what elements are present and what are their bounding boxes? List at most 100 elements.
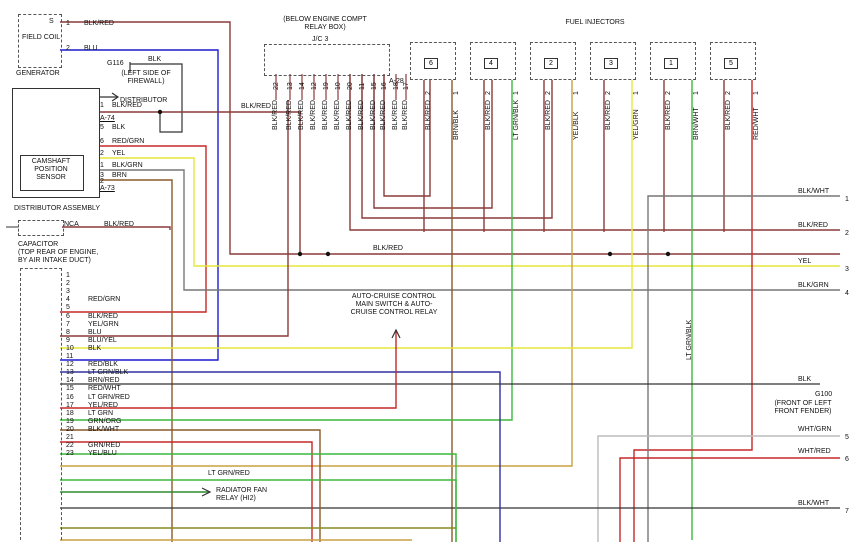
generator-label: GENERATOR xyxy=(16,70,60,77)
gen-blkred-wire xyxy=(60,21,840,255)
relay-pin-wire: BLK/RED xyxy=(322,100,329,130)
injector-pin-a: 2 xyxy=(425,91,432,95)
relay-pin-num: 11 xyxy=(359,82,366,90)
inj2-loop xyxy=(361,74,553,219)
right-wire-label: WHT/GRN xyxy=(798,426,832,433)
blkred-splice-1 xyxy=(325,251,331,257)
injector-wire-a: BLK/RED xyxy=(485,100,492,130)
distributor-label: DISTRIBUTOR xyxy=(120,97,168,104)
ecm-pin-num: 9 xyxy=(66,336,70,344)
ecm-pin-num: 8 xyxy=(66,328,70,336)
gen-wire2: BLU xyxy=(84,45,98,52)
capacitor-note: (TOP REAR OF ENGINE, BY AIR INTAKE DUCT) xyxy=(18,249,99,264)
injector-number: 2 xyxy=(544,58,558,69)
right-blkwht-1 xyxy=(647,195,840,542)
mid-blkred-label: BLK/RED xyxy=(373,245,403,252)
ecm-pin-num: 20 xyxy=(66,425,74,433)
dist-blkred-out xyxy=(98,111,301,254)
conn-a73: A-73 xyxy=(100,185,115,192)
dist-yel xyxy=(98,157,840,267)
injector-wire-b: BRN/BLK xyxy=(453,110,460,140)
blkred-row-2 xyxy=(349,74,840,231)
injector-pin-a: 2 xyxy=(605,91,612,95)
ecm14-brnred xyxy=(60,429,321,542)
ecm-pin-num: 6 xyxy=(66,312,70,320)
distributor-arrowhead xyxy=(111,92,120,102)
relay-pin-wire: BLK/RED xyxy=(298,100,305,130)
relay-pin-wire: BLK/RED xyxy=(310,100,317,130)
relay-pin-wire: BLK/RED xyxy=(334,100,341,130)
ecm-pin-wire: GRN/RED xyxy=(88,442,121,450)
generator-box xyxy=(18,14,62,68)
ecm-pin-num: 18 xyxy=(66,409,74,417)
capacitor-box xyxy=(18,220,64,236)
ecm-pin-num: 1 xyxy=(66,272,70,279)
relay-to-ecm6 xyxy=(60,100,289,337)
fuel-injectors-title: FUEL INJECTORS xyxy=(565,19,625,26)
right-whtred-6 xyxy=(619,457,840,542)
ecm-pin-num: 2 xyxy=(66,280,70,288)
g116-wire: BLK xyxy=(148,56,162,63)
ecm-pin-wire: LT GRN xyxy=(88,409,114,417)
ltgrn-blk-label: LT GRN/BLK xyxy=(686,319,693,360)
injector-wire-a: BLK/RED xyxy=(425,100,432,130)
ecm-pin-wire: YEL/RED xyxy=(88,401,118,409)
ecm-pin-num: 12 xyxy=(66,361,74,369)
ecm-pin-num: 16 xyxy=(66,393,74,401)
ecm-pin-wire: BLK/RED xyxy=(88,312,118,320)
ecm15-redwht xyxy=(60,441,313,542)
injector-wire-a: BLK/RED xyxy=(605,100,612,130)
injector-pin-b: 1 xyxy=(693,91,700,95)
injector-number: 4 xyxy=(484,58,498,69)
ecm-pin-num: 21 xyxy=(66,434,74,441)
ecm-pin-wire: RED/BLK xyxy=(88,361,118,369)
ecm-pin-num: 7 xyxy=(66,320,70,328)
right-wire-label: BLK/RED xyxy=(798,222,828,229)
relay-pin-wire: BLK/RED xyxy=(286,100,293,130)
right-wire-label: YEL xyxy=(798,258,812,265)
ecm-pin-num: 23 xyxy=(66,450,74,458)
auto-cruise-arrow xyxy=(391,328,401,339)
injector-wire-a: BLK/RED xyxy=(545,100,552,130)
relay-pin-num: 14 xyxy=(299,82,306,90)
ecm-pin-wire: BLU xyxy=(88,328,102,336)
injector-pin-b: 1 xyxy=(573,91,580,95)
ecm-pin-num: 11 xyxy=(66,353,74,360)
ecm-pin-wire: BRN/RED xyxy=(88,377,120,385)
distributor-pin-num: 2 xyxy=(100,178,104,185)
ecm12-redblk xyxy=(60,330,397,409)
inj6-loop xyxy=(383,74,431,197)
distributor-pin-num: 1 xyxy=(100,162,104,169)
right-wire-number: 3 xyxy=(845,266,849,273)
ecm-pin-num: 13 xyxy=(66,369,74,377)
injector-number: 5 xyxy=(724,58,738,69)
relay-pin-num: 12 xyxy=(311,82,318,90)
gen-pin1: 1 xyxy=(66,20,70,27)
g116-label: G116 xyxy=(107,60,124,67)
injector-wire-b: LT GRN/BLK xyxy=(513,99,520,140)
cam-sensor-label: CAMSHAFT POSITION SENSOR xyxy=(31,158,71,181)
inj5-redwht xyxy=(633,78,753,542)
g116-wire-line xyxy=(130,63,183,133)
radiator-fan-label: RADIATOR FAN RELAY (HI2) xyxy=(216,487,268,502)
ecm-pin-wire: RED/WHT xyxy=(88,385,121,393)
right-wire-number: 2 xyxy=(845,230,849,237)
dist-brn xyxy=(98,179,173,542)
right-wire-number: 4 xyxy=(845,290,849,297)
ecm9-bluyel xyxy=(60,371,501,542)
injector-wire-a: BLK/RED xyxy=(725,100,732,130)
ecm-pin-wire: LT GRN/BLK xyxy=(88,369,129,377)
distributor-pin-num: 1 xyxy=(100,102,104,109)
ecm-pin-num: 19 xyxy=(66,417,74,425)
right-wire-label: WHT/RED xyxy=(798,448,831,455)
blkred-splice-2 xyxy=(607,251,613,257)
injector-number: 3 xyxy=(604,58,618,69)
distributor-pin-wire: RED/GRN xyxy=(112,138,145,145)
ecm-pin-num: 5 xyxy=(66,304,70,312)
ecm-pin-wire: BLU/YEL xyxy=(88,336,117,344)
relay-box-connector xyxy=(264,44,390,76)
dist-redgrn xyxy=(60,145,207,313)
inj4-ltgrnblk xyxy=(60,78,513,421)
relay-pin-num: 20 xyxy=(347,82,354,90)
